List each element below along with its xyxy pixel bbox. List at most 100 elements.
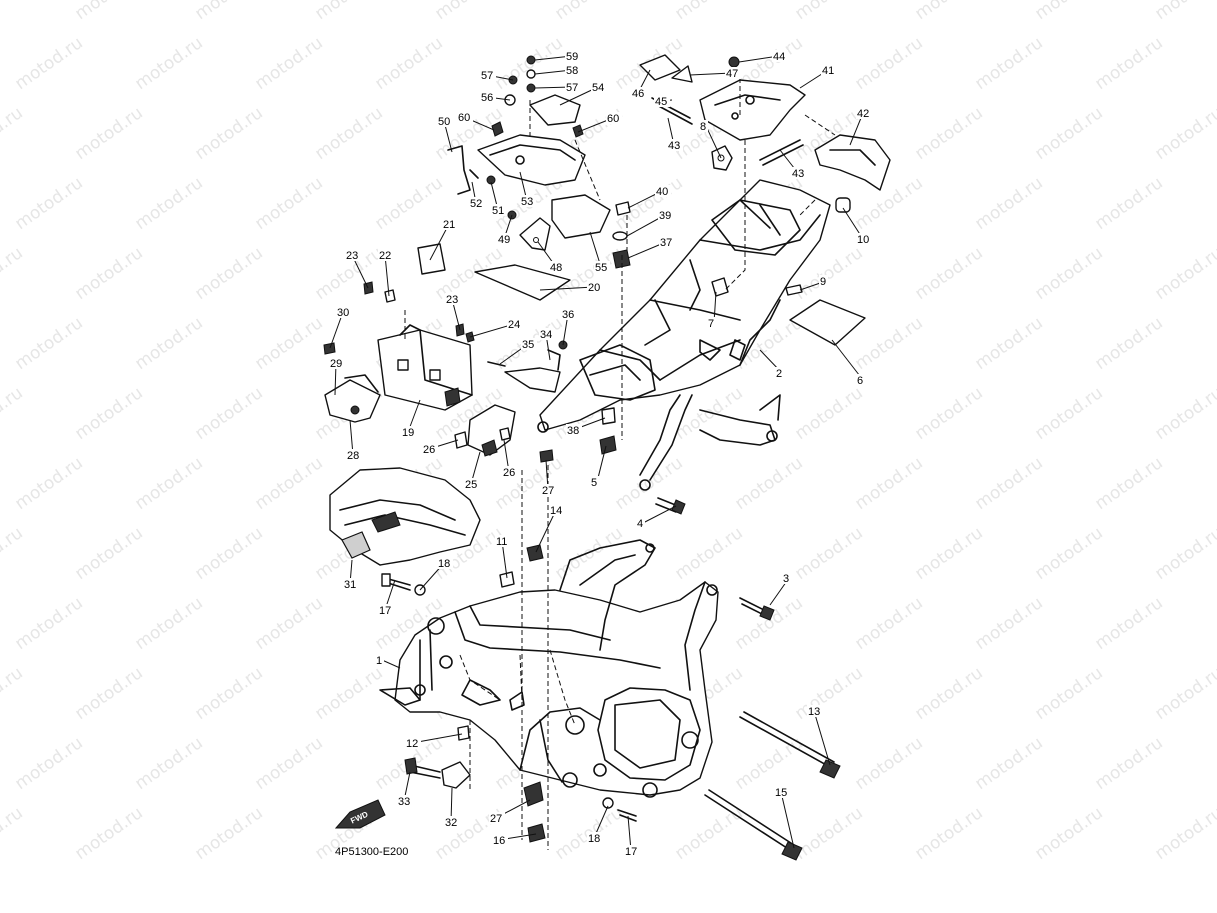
callout-backdrop <box>346 449 362 461</box>
callout-backdrop <box>469 197 485 209</box>
watermark-text: motod.ru <box>0 523 27 584</box>
watermark-text: motod.ru <box>911 243 986 304</box>
callout-backdrop <box>655 185 671 197</box>
callout-number: 59 <box>566 51 578 63</box>
callout-c51: 51 <box>490 181 507 217</box>
callout-number: 19 <box>402 427 414 439</box>
watermark-text: motod.ru <box>251 453 326 514</box>
diagram-code: 4P51300-E200 <box>335 846 408 858</box>
callout-number: 53 <box>521 196 533 208</box>
callout-c27b: 27 <box>489 799 531 825</box>
callout-c40: 40 <box>627 185 671 209</box>
watermark-text: motod.ru <box>251 593 326 654</box>
leader-line <box>780 791 795 849</box>
watermark-text: motod.ru <box>0 383 27 444</box>
callout-number: 1 <box>376 655 382 667</box>
callout-backdrop <box>594 261 610 273</box>
leader-line <box>501 540 508 579</box>
callout-number: 44 <box>773 51 785 63</box>
callout-backdrop <box>549 261 565 273</box>
callout-c26b: 26 <box>502 439 518 479</box>
leader-line <box>384 254 390 297</box>
leader-line <box>469 323 515 338</box>
callout-backdrop <box>658 209 674 221</box>
assembly-lines <box>404 70 836 850</box>
watermark-text: motod.ru <box>671 523 746 584</box>
callout-number: 34 <box>540 329 552 341</box>
callout-backdrop <box>774 786 790 798</box>
callout-backdrop <box>791 167 807 179</box>
callout-number: 12 <box>406 738 418 750</box>
watermark-text: motod.ru <box>71 523 146 584</box>
callout-number: 36 <box>562 309 574 321</box>
watermark-text: motod.ru <box>131 173 206 234</box>
rear-frame-part-2 <box>537 179 831 491</box>
callout-number: 2 <box>776 368 782 380</box>
callout-number: 18 <box>438 558 450 570</box>
watermark-text: motod.ru <box>911 663 986 724</box>
callout-layer: 1234567891011121314151617171818192021222… <box>329 50 872 858</box>
watermark-text: motod.ru <box>311 0 386 24</box>
watermark-text: motod.ru <box>1031 103 1106 164</box>
callout-backdrop <box>636 517 645 529</box>
callout-number: 17 <box>379 605 391 617</box>
callout-number: 35 <box>522 339 534 351</box>
callout-backdrop <box>659 236 675 248</box>
callout-number: 46 <box>632 88 644 100</box>
watermark-text: motod.ru <box>191 383 266 444</box>
watermark-text: motod.ru <box>1091 173 1166 234</box>
callout-c22: 22 <box>378 249 394 297</box>
callout-number: 32 <box>445 817 457 829</box>
callout-c21: 21 <box>429 218 458 261</box>
callout-backdrop <box>497 233 513 245</box>
callout-number: 5 <box>591 477 597 489</box>
watermark-text: motod.ru <box>971 733 1046 794</box>
watermark-text: motod.ru <box>131 33 206 94</box>
callout-number: 7 <box>708 318 714 330</box>
watermark-text: motod.ru <box>1151 663 1217 724</box>
watermark-text: motod.ru <box>0 243 27 304</box>
callout-backdrop <box>521 338 537 350</box>
callout-number: 54 <box>592 82 604 94</box>
watermark-text: motod.ru <box>311 663 386 724</box>
callout-backdrop <box>442 218 458 230</box>
callout-c43b: 43 <box>779 149 807 180</box>
callout-c16: 16 <box>492 833 537 847</box>
callout-c24: 24 <box>469 318 523 338</box>
callout-backdrop <box>821 64 837 76</box>
collar-part-10 <box>835 197 851 213</box>
callout-number: 38 <box>567 425 579 437</box>
callout-c31: 31 <box>343 559 359 591</box>
watermark-text: motod.ru <box>971 173 1046 234</box>
callout-c56: 56 <box>480 91 511 104</box>
watermark-text: motod.ru <box>1031 0 1106 24</box>
callout-c58: 58 <box>534 64 581 77</box>
watermark-text: motod.ru <box>1031 243 1106 304</box>
callout-c35: 35 <box>499 338 537 365</box>
watermark-text: motod.ru <box>131 593 206 654</box>
callout-backdrop <box>707 317 716 329</box>
callout-backdrop <box>378 604 394 616</box>
watermark-text: motod.ru <box>0 103 27 164</box>
callout-number: 40 <box>656 186 668 198</box>
watermark-text: motod.ru <box>971 33 1046 94</box>
callout-c32: 32 <box>444 787 460 829</box>
under-cover-part-31 <box>329 467 481 566</box>
watermark-text: motod.ru <box>671 803 746 864</box>
callout-c17: 17 <box>378 579 396 617</box>
callout-c25: 25 <box>464 451 481 491</box>
callout-number: 20 <box>588 282 600 294</box>
cover-part-6 <box>789 299 866 346</box>
callout-backdrop <box>345 249 361 261</box>
callout-number: 21 <box>443 219 455 231</box>
callout-backdrop <box>378 249 394 261</box>
callout-backdrop <box>775 367 784 379</box>
callout-number: 55 <box>595 262 607 274</box>
leader-line <box>642 505 677 524</box>
callout-c23: 23 <box>345 249 369 289</box>
callout-backdrop <box>561 308 577 320</box>
watermark-text: motod.ru <box>731 733 806 794</box>
callout-number: 27 <box>490 813 502 825</box>
watermark-text: motod.ru <box>851 33 926 94</box>
